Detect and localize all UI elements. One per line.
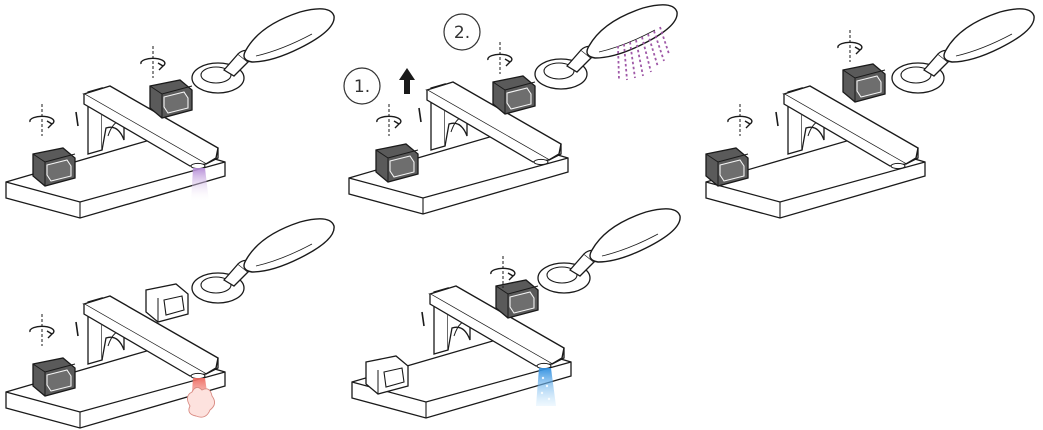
panel-2-shower-steps bbox=[349, 5, 677, 214]
up-arrow-icon bbox=[399, 68, 415, 94]
rotate-arrow-icon bbox=[141, 46, 165, 78]
step-1-badge: 1. bbox=[344, 68, 380, 104]
handle-icon bbox=[33, 148, 75, 186]
rotate-arrow-icon bbox=[488, 42, 512, 74]
panel-5-cold-water bbox=[352, 209, 680, 418]
step-2-label: 2. bbox=[454, 23, 470, 43]
handle-icon bbox=[706, 148, 748, 186]
handle-icon bbox=[146, 284, 188, 322]
hand-shower-icon bbox=[538, 209, 680, 293]
hand-shower-icon bbox=[535, 5, 677, 89]
steam-icon bbox=[187, 387, 214, 417]
handle-icon bbox=[493, 76, 535, 114]
panel-4-hot-water bbox=[6, 219, 334, 428]
step-1-label: 1. bbox=[354, 77, 370, 97]
rotate-arrow-icon bbox=[838, 30, 862, 62]
hand-shower-icon bbox=[192, 9, 334, 93]
step-2-badge: 2. bbox=[444, 14, 480, 50]
handle-icon bbox=[33, 358, 75, 396]
rotate-arrow-icon bbox=[30, 314, 54, 346]
panel-3-shower-handle-raised bbox=[706, 9, 1034, 218]
handle-icon bbox=[376, 144, 418, 182]
handle-icon bbox=[496, 280, 538, 318]
hand-shower-icon bbox=[192, 219, 334, 303]
handle-icon bbox=[843, 64, 885, 102]
hand-shower-icon bbox=[892, 9, 1034, 93]
panel-1-mixed-water bbox=[6, 9, 334, 218]
handle-icon bbox=[366, 356, 408, 394]
rotate-arrow-icon bbox=[30, 104, 54, 136]
handle-icon bbox=[150, 80, 192, 118]
rotate-arrow-icon bbox=[377, 104, 401, 136]
rotate-arrow-icon bbox=[728, 104, 752, 136]
